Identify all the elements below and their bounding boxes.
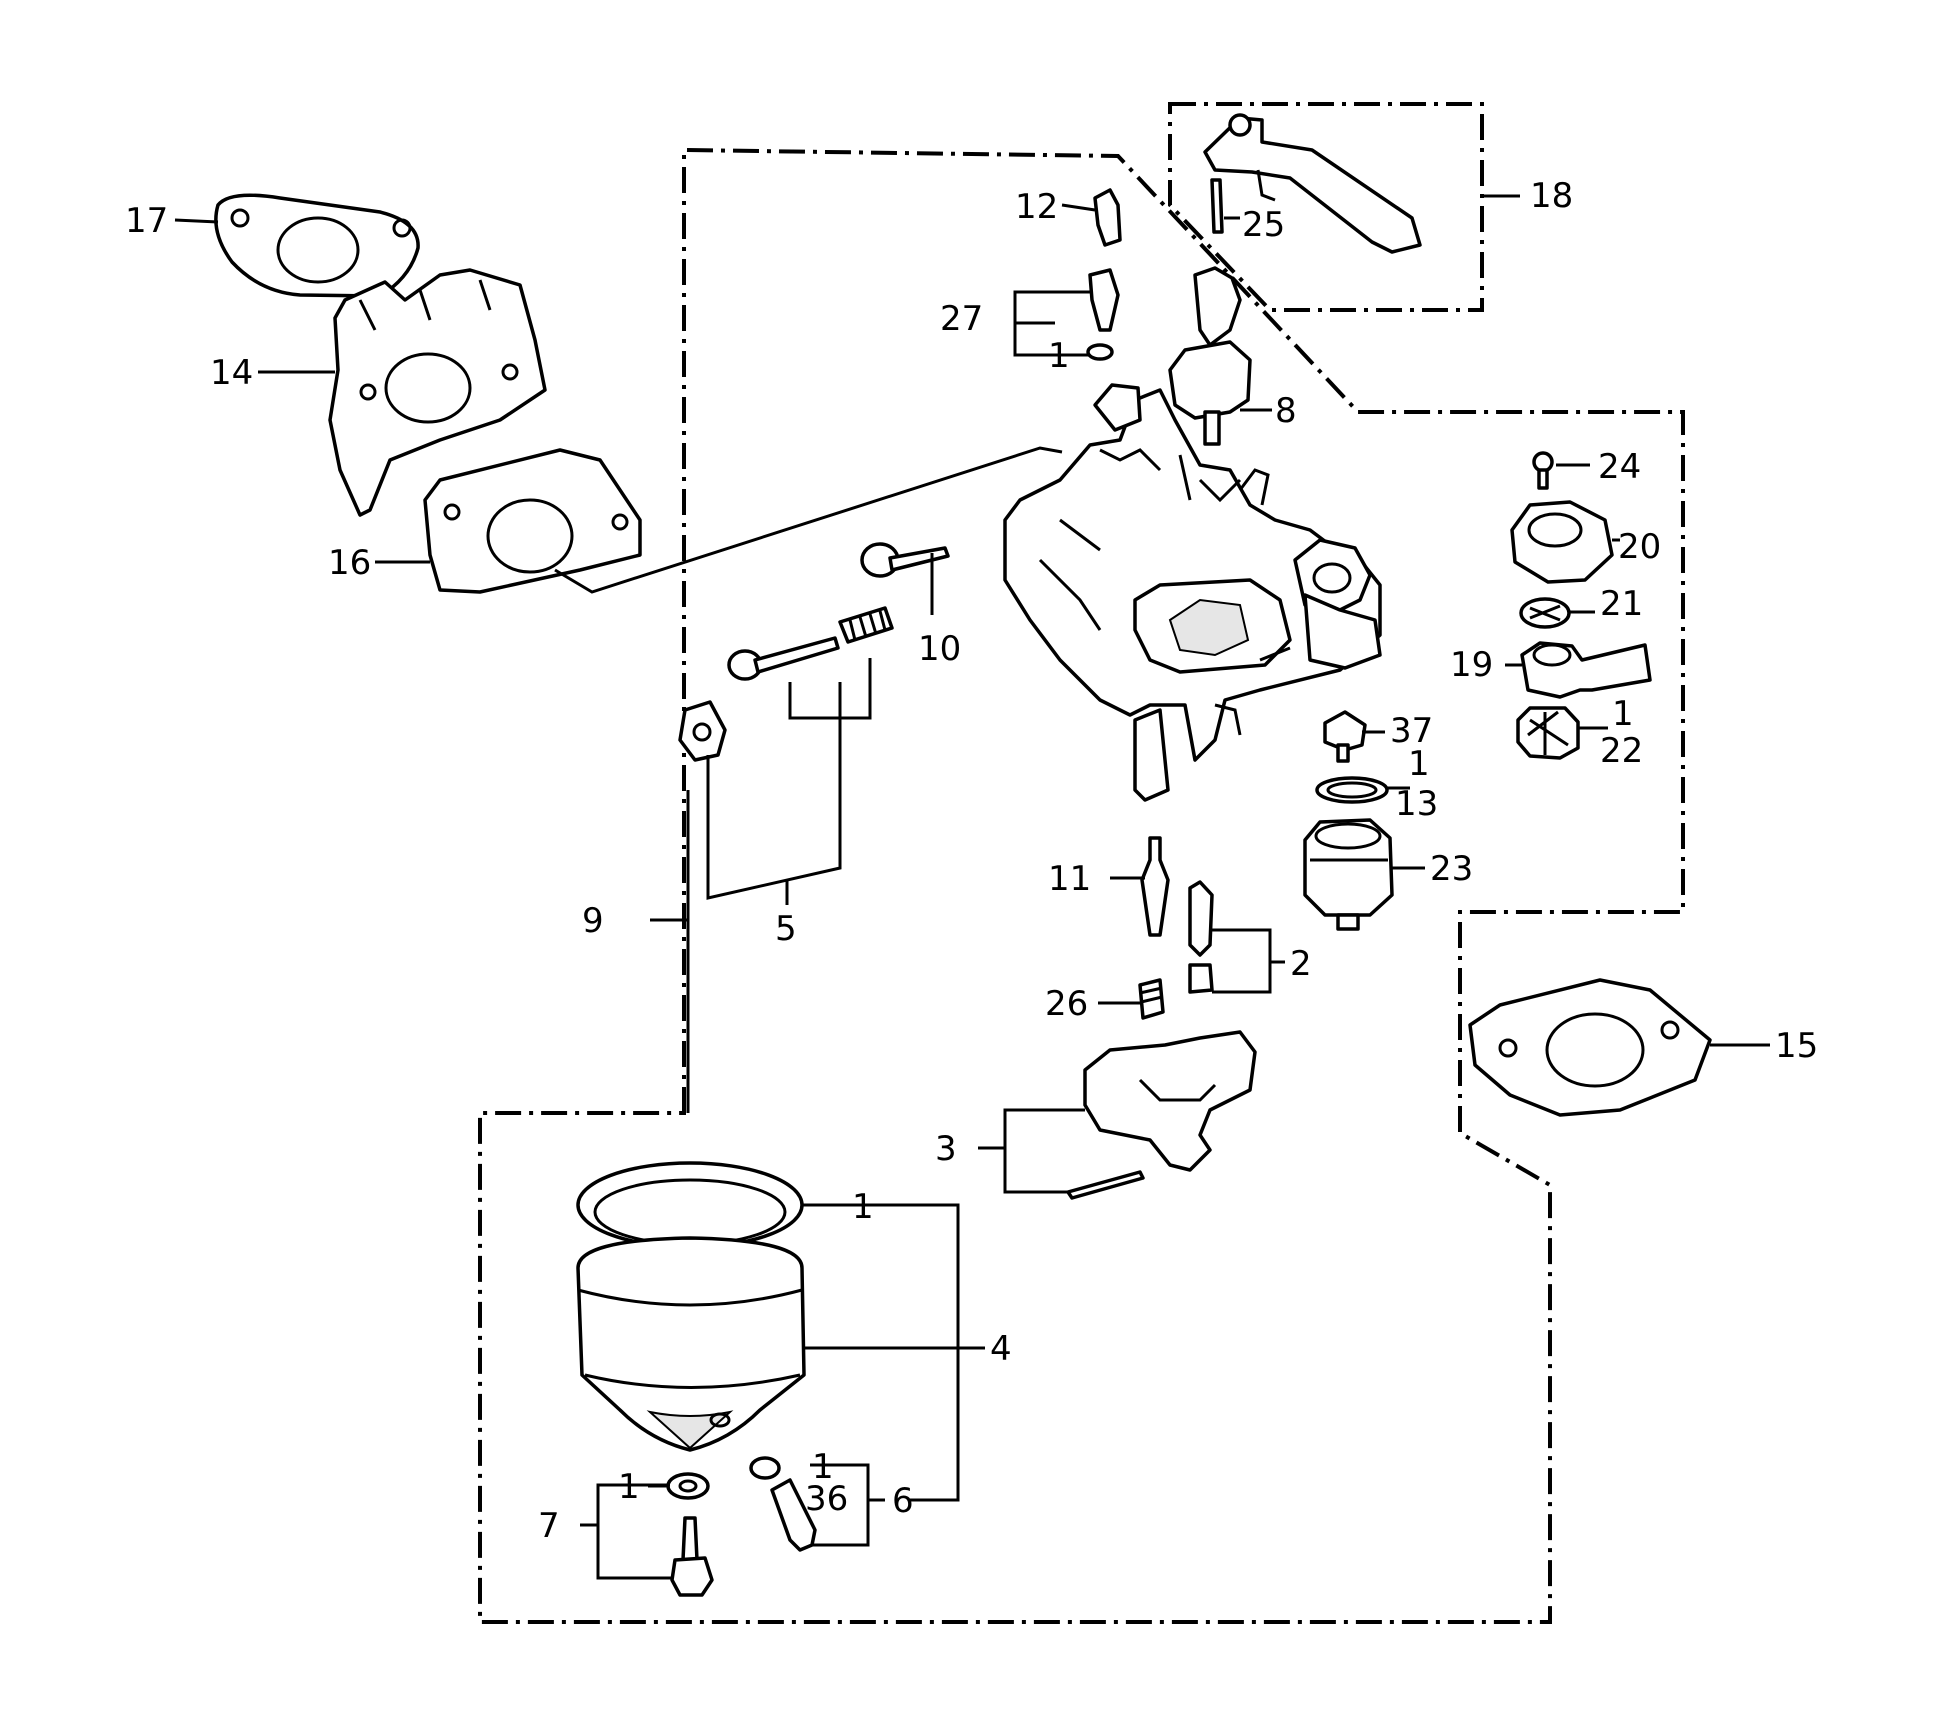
callout-1-washer: 1 — [618, 1467, 640, 1507]
callout-22: 22 — [1600, 731, 1643, 771]
lever-group-boundary — [1168, 102, 1484, 312]
callout-labels: 17 14 16 12 27 1 25 18 8 24 20 21 19 1 2… — [125, 176, 1818, 1546]
callout-12: 12 — [1015, 187, 1058, 227]
part-24-screw — [1532, 451, 1554, 490]
callout-14: 14 — [210, 353, 253, 393]
part-22-filter — [1516, 706, 1580, 760]
callout-15: 15 — [1775, 1026, 1818, 1066]
callout-1-drain: 1 — [812, 1447, 834, 1487]
callout-13: 13 — [1395, 784, 1438, 824]
callout-3: 3 — [935, 1129, 957, 1169]
callout-10: 10 — [918, 629, 961, 669]
callout-1-ring: 1 — [1408, 744, 1430, 784]
callout-6: 6 — [892, 1481, 914, 1521]
part-10-screw — [860, 542, 950, 578]
part-27-valve — [1086, 268, 1120, 361]
part-3-float — [1066, 1030, 1257, 1200]
callout-18: 18 — [1530, 176, 1573, 216]
part-21-bearing — [1519, 597, 1571, 629]
part-9-clip — [678, 700, 727, 762]
callout-8: 8 — [1275, 391, 1297, 431]
connector-16-to-body — [554, 446, 1063, 594]
part-20-cover — [1510, 500, 1614, 584]
part-1-washer-bolt — [666, 1472, 710, 1500]
part-4-float-bowl — [576, 1236, 806, 1452]
callout-20: 20 — [1618, 527, 1661, 567]
callout-9: 9 — [582, 901, 604, 941]
part-25-spring-pin — [1210, 178, 1224, 234]
part-16-gasket — [423, 448, 642, 594]
part-1-washer-drain — [749, 1456, 781, 1480]
callout-2: 2 — [1290, 944, 1312, 984]
callout-23: 23 — [1430, 849, 1473, 889]
part-1-bowl-gasket — [576, 1161, 804, 1249]
carburetor-body — [1003, 383, 1382, 802]
part-5-screw-spring — [727, 606, 894, 681]
leader-lines — [174, 194, 1770, 1580]
part-19-fuel-valve — [1520, 641, 1652, 699]
callout-1-valve: 1 — [1612, 694, 1634, 734]
part-23-float — [1303, 818, 1394, 931]
part-7-bolt — [670, 1516, 714, 1597]
callout-1-bowl: 1 — [852, 1187, 874, 1227]
callout-37: 37 — [1390, 711, 1433, 751]
part-17-gasket — [214, 193, 420, 298]
part-37-jet — [1323, 710, 1367, 763]
callout-16: 16 — [328, 543, 371, 583]
main-assembly-boundary — [478, 147, 1685, 1624]
callout-27: 27 — [940, 299, 983, 339]
callout-1-top: 1 — [1048, 336, 1070, 376]
callout-4: 4 — [990, 1329, 1012, 1369]
callout-17: 17 — [125, 201, 168, 241]
callout-36: 36 — [805, 1479, 848, 1519]
callout-19: 19 — [1450, 645, 1493, 685]
callout-5: 5 — [775, 909, 797, 949]
callout-11: 11 — [1048, 859, 1091, 899]
part-11-needle-jet — [1140, 836, 1170, 937]
part-15-gasket — [1468, 978, 1712, 1117]
part-14-insulator — [328, 268, 547, 517]
part-2-needle-valve — [1188, 880, 1214, 994]
callout-24: 24 — [1598, 447, 1641, 487]
callout-25: 25 — [1242, 205, 1285, 245]
part-26-spring — [1138, 978, 1165, 1020]
callout-21: 21 — [1600, 584, 1643, 624]
callout-7: 7 — [538, 1506, 560, 1546]
part-18-choke-lever — [1203, 113, 1422, 254]
callout-26: 26 — [1045, 984, 1088, 1024]
part-8-lever — [1168, 266, 1252, 446]
part-13-o-ring — [1315, 776, 1389, 804]
part-12-cap — [1093, 188, 1122, 247]
